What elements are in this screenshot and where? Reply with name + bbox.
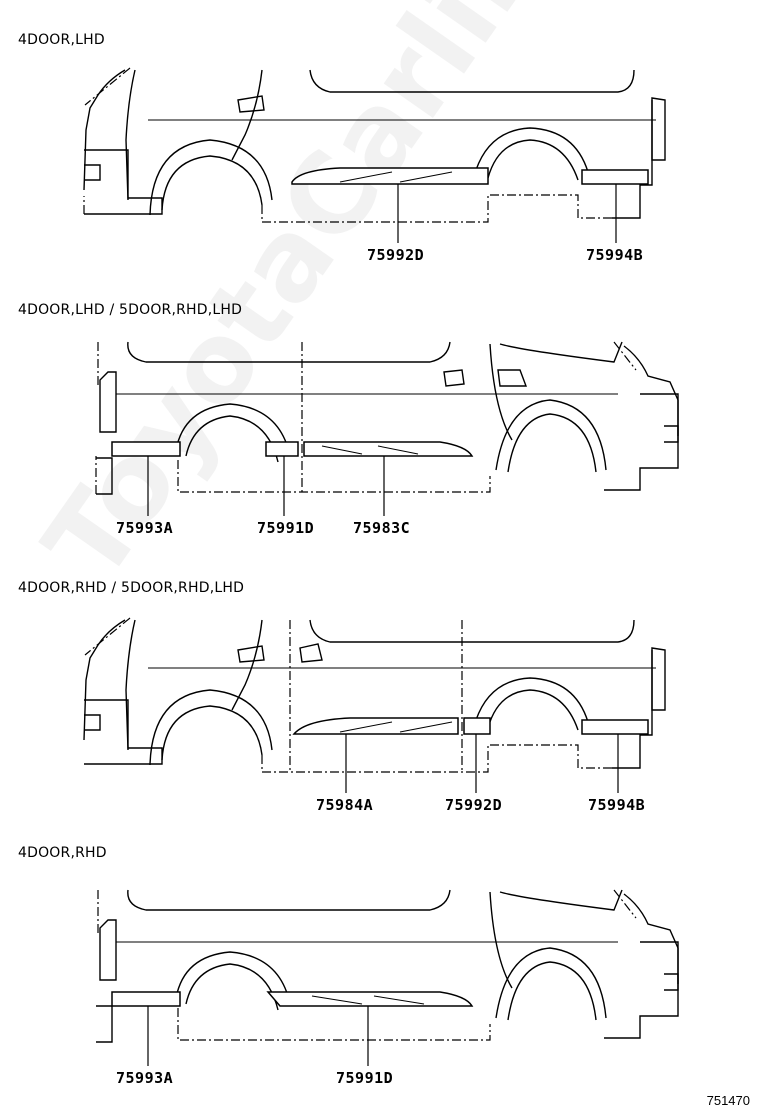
- side-molding-75991d: [266, 991, 474, 1007]
- part-number-callout[interactable]: 75991D: [257, 519, 315, 537]
- molding-75992d: [463, 717, 491, 735]
- rear-molding-75994b: [581, 169, 649, 185]
- part-number-callout[interactable]: 75993A: [116, 519, 174, 537]
- van-view-4: [96, 889, 679, 1066]
- van-view-1: [83, 67, 666, 243]
- section-title-4: 4DOOR,RHD: [18, 845, 107, 861]
- rear-molding-75993a: [111, 991, 181, 1007]
- van-view-3: [83, 617, 666, 793]
- part-number-callout[interactable]: 75991D: [336, 1069, 394, 1087]
- rear-molding-75993a: [111, 441, 181, 457]
- section-title-1: 4DOOR,LHD: [18, 32, 105, 48]
- part-number-callout[interactable]: 75994B: [588, 796, 646, 814]
- part-number-callout[interactable]: 75992D: [367, 246, 425, 264]
- part-number-callout[interactable]: 75993A: [116, 1069, 174, 1087]
- section-title-3: 4DOOR,RHD / 5DOOR,RHD,LHD: [18, 580, 245, 596]
- molding-75991d: [265, 441, 299, 457]
- side-molding-75983c: [303, 441, 474, 457]
- van-view-2: [95, 341, 679, 516]
- part-number-callout[interactable]: 75984A: [316, 796, 374, 814]
- figure-reference-number: 751470: [706, 1093, 750, 1108]
- part-number-callout[interactable]: 75983C: [353, 519, 411, 537]
- side-molding-75984a: [292, 717, 459, 735]
- section-title-2: 4DOOR,LHD / 5DOOR,RHD,LHD: [18, 302, 243, 318]
- part-number-callout[interactable]: 75992D: [445, 796, 503, 814]
- side-molding-75992d: [291, 167, 489, 185]
- rear-molding-75994b: [581, 719, 649, 735]
- part-number-callout[interactable]: 75994B: [586, 246, 644, 264]
